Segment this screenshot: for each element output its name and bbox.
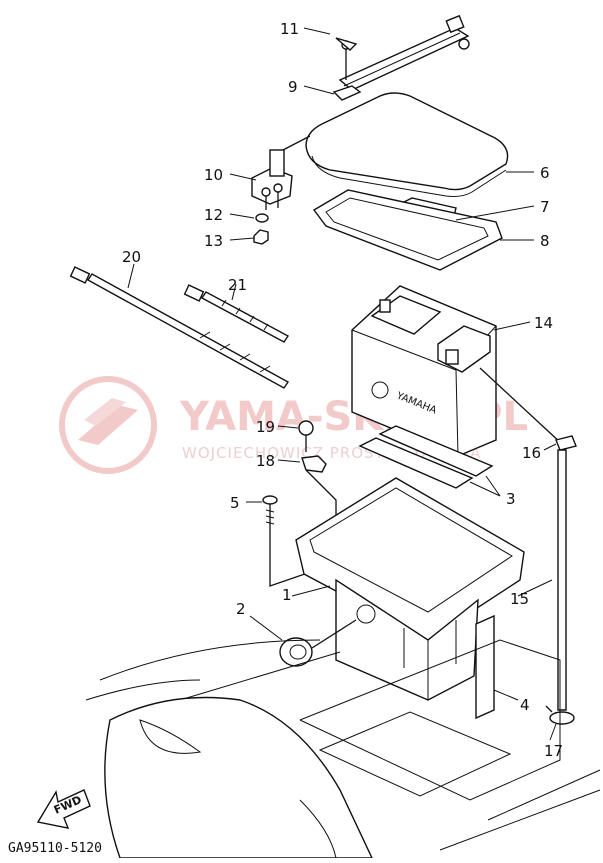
callout-1: 1 <box>282 586 292 604</box>
callout-14: 14 <box>534 314 553 332</box>
hose-clip-17 <box>545 705 575 725</box>
cable-tie-short <box>183 284 290 343</box>
callout-12: 12 <box>204 206 223 224</box>
callout-21: 21 <box>228 276 247 294</box>
callout-4: 4 <box>520 696 530 714</box>
callout-8: 8 <box>540 232 550 250</box>
callout-13: 13 <box>204 232 223 250</box>
callouts: 11 9 10 12 13 20 21 6 7 8 14 19 18 5 3 1… <box>122 20 563 760</box>
bracket-holder <box>251 135 311 245</box>
watermark-logo-icon <box>59 376 157 474</box>
callout-20: 20 <box>122 248 141 266</box>
callout-2: 2 <box>236 600 246 618</box>
battery-pads <box>358 425 494 489</box>
fwd-arrow-icon: FWD <box>36 789 91 829</box>
battery-seal <box>312 189 503 271</box>
cable-tie-long <box>69 266 290 389</box>
hull-deck <box>85 639 601 859</box>
diagram-code: GA95110-5120 <box>8 841 102 856</box>
callout-16: 16 <box>522 444 541 462</box>
breather-hose <box>479 367 567 711</box>
hose-clip-16 <box>555 435 577 451</box>
battery-strap <box>335 14 470 91</box>
callout-7: 7 <box>540 198 550 216</box>
callout-15: 15 <box>510 590 529 608</box>
battery: YAMAHA <box>351 285 497 457</box>
leader-lines <box>127 27 557 741</box>
bracket-clip <box>332 85 362 101</box>
callout-3: 3 <box>506 490 516 508</box>
callout-17: 17 <box>544 742 563 760</box>
battery-box <box>295 477 525 720</box>
grommet <box>279 619 357 667</box>
battery-cover <box>305 92 509 197</box>
callout-18: 18 <box>256 452 275 470</box>
callout-10: 10 <box>204 166 223 184</box>
callout-11: 11 <box>280 20 299 38</box>
callout-5: 5 <box>230 494 240 512</box>
callout-6: 6 <box>540 164 550 182</box>
callout-9: 9 <box>288 78 298 96</box>
screw-19 <box>298 420 314 452</box>
callout-19: 19 <box>256 418 275 436</box>
